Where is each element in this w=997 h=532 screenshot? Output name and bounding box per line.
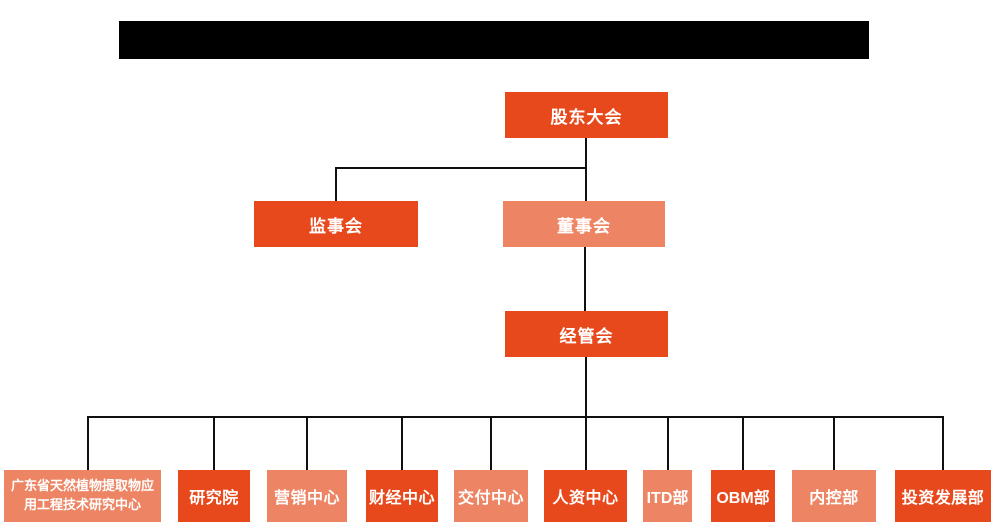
node-hr-center: 人资中心 [544, 470, 627, 522]
node-supervisory-board: 监事会 [254, 201, 418, 247]
connector-drop-research-institute [213, 416, 215, 470]
connector-drop-finance-center [401, 416, 403, 470]
connector-supervisory-drop [335, 167, 337, 201]
node-marketing-center: 营销中心 [267, 470, 347, 522]
node-delivery-center: 交付中心 [454, 470, 528, 522]
node-itd-dept: ITD部 [643, 470, 692, 522]
connector-drop-investment-development-dept [942, 416, 944, 470]
connector-branch-level2 [335, 167, 587, 169]
node-board-of-directors: 董事会 [503, 201, 665, 247]
connector-management-down [585, 357, 587, 470]
connector-root-down [585, 138, 587, 201]
connector-drop-research-center [87, 416, 89, 470]
node-shareholders-meeting: 股东大会 [505, 92, 668, 138]
node-guangdong-natural-plant-extract-research-center: 广东省天然植物提取物应用工程技术研究中心 [4, 470, 161, 522]
connector-drop-internal-control-dept [833, 416, 835, 470]
connector-drop-obm-dept [742, 416, 744, 470]
node-research-institute: 研究院 [178, 470, 250, 522]
node-finance-center: 财经中心 [366, 470, 438, 522]
node-investment-development-dept: 投资发展部 [895, 470, 991, 522]
connector-branch-departments [87, 416, 944, 418]
connector-drop-marketing-center [306, 416, 308, 470]
node-management-committee: 经管会 [505, 311, 668, 357]
connector-drop-delivery-center [490, 416, 492, 470]
connector-drop-itd-dept [667, 416, 669, 470]
node-obm-dept: OBM部 [711, 470, 775, 522]
redacted-title-bar [119, 21, 869, 59]
connector-board-down [584, 247, 586, 311]
node-internal-control-dept: 内控部 [792, 470, 876, 522]
